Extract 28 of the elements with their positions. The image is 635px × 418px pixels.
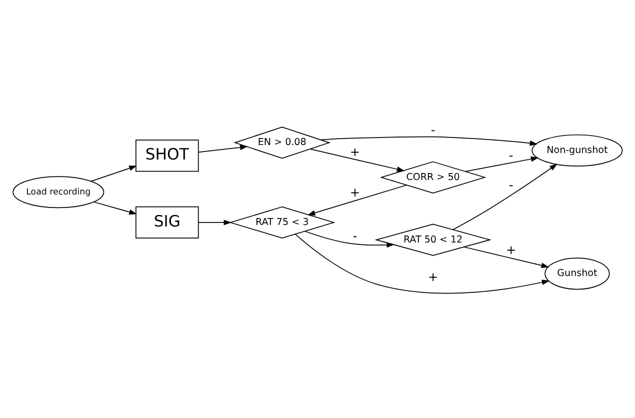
arrow: [304, 230, 395, 248]
edge-label: +: [350, 144, 360, 159]
arrow: [307, 184, 408, 216]
arrow: [452, 164, 558, 230]
edge-label: +: [428, 270, 438, 284]
node-diamond: RAT 50 < 12: [374, 224, 492, 256]
node-ellipse: Load recording: [12, 176, 104, 208]
node-ellipse: Gunshot: [544, 258, 610, 290]
arrow: [294, 234, 550, 294]
edge-label: -: [352, 229, 358, 244]
node-diamond: CORR > 50: [380, 161, 486, 194]
node-diamond: EN > 0.08: [234, 126, 331, 159]
arrow: [198, 144, 248, 153]
arrow: [94, 202, 137, 215]
edge-label: -: [430, 123, 436, 138]
arrow: [320, 136, 538, 146]
node-diamond: RAT 75 < 3: [228, 206, 336, 239]
node-box: SIG: [136, 206, 199, 239]
edge-label: -: [508, 178, 514, 192]
edge-label: +: [506, 242, 516, 257]
node-box: SHOT: [136, 140, 199, 172]
arrow: [310, 148, 405, 172]
edge-label: -: [508, 148, 514, 162]
arrow: [198, 220, 232, 226]
edge-label: +: [350, 186, 360, 200]
arrow: [90, 166, 137, 182]
arrow: [465, 156, 539, 172]
arrow: [464, 246, 550, 268]
